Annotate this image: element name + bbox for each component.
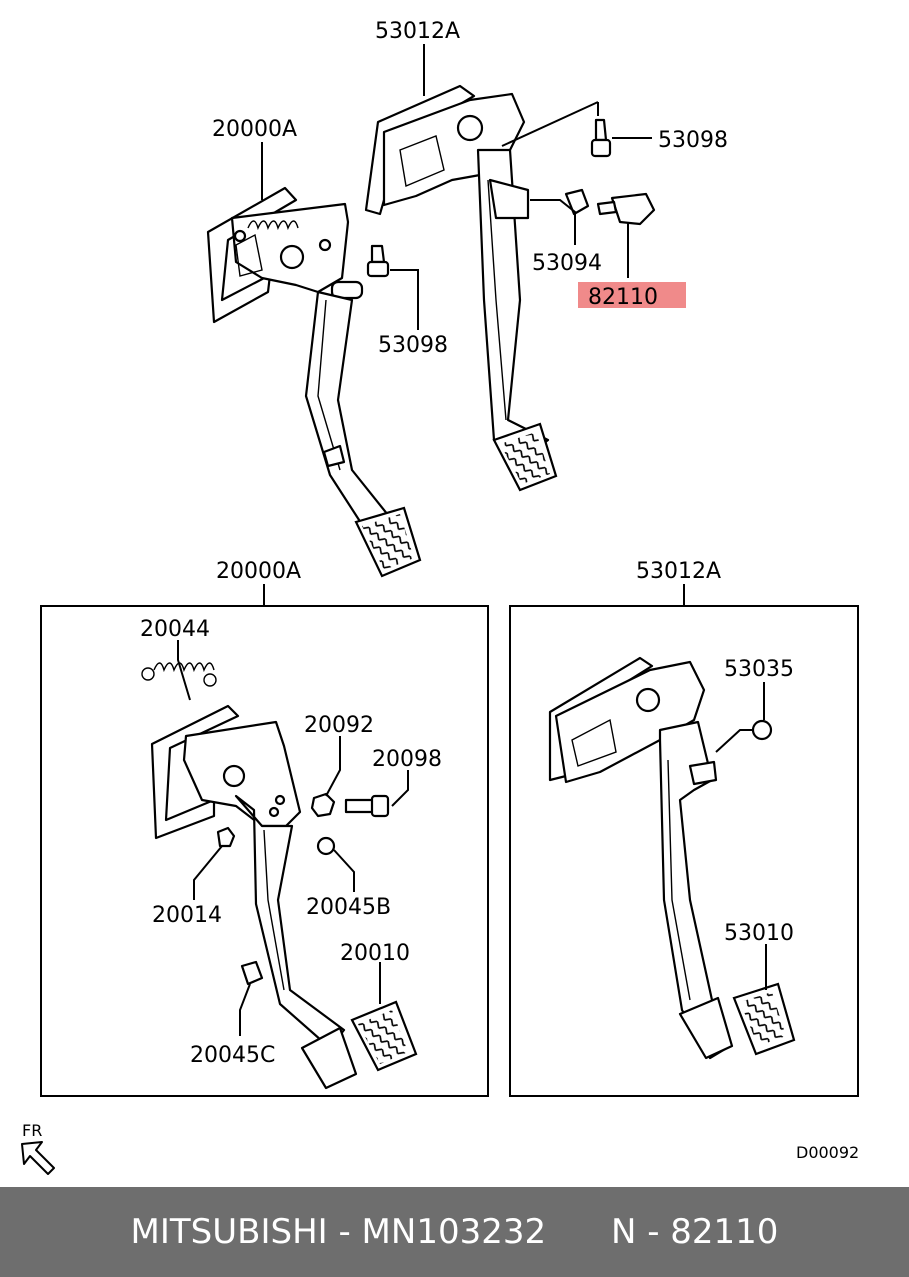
- nut-small-drawing: [216, 826, 236, 848]
- fr-label: FR: [22, 1121, 42, 1140]
- label-pad-right: 53010: [724, 921, 794, 946]
- label-top-bolt-right: 53098: [658, 128, 728, 153]
- top-bolt-left-drawing: [366, 244, 390, 278]
- box-right-pedal-drawing: [548, 656, 796, 1060]
- label-top-brake-pedal-assy: 53012A: [375, 19, 460, 44]
- footer-bar: MITSUBISHI - MN103232 N - 82110: [0, 1187, 909, 1277]
- parts-diagram: 53012A 20000A 53098 53098 53094 82110 20…: [21, 19, 859, 1175]
- top-bolt-right-drawing: [590, 118, 612, 158]
- label-pad-left: 20010: [340, 941, 410, 966]
- label-clip-lower: 20045C: [190, 1043, 275, 1068]
- label-top-bolt-left: 53098: [378, 333, 448, 358]
- box-left-frame: [40, 605, 489, 1097]
- footer-part-info: MITSUBISHI - MN103232 N - 82110: [130, 1212, 779, 1252]
- clip-drawing: [564, 188, 590, 216]
- top-brake-pedal-drawing: [364, 84, 558, 492]
- label-clip: 53094: [532, 251, 602, 276]
- label-switch: 82110: [588, 285, 658, 310]
- box-left-pedal-drawing: [150, 704, 418, 1090]
- box-right-title: 53012A: [636, 559, 721, 584]
- clip-lower-drawing: [240, 960, 264, 986]
- nut-drawing: [310, 792, 336, 818]
- bolt-drawing: [344, 794, 390, 818]
- box-right-frame: [509, 605, 859, 1097]
- label-spring: 20044: [140, 617, 210, 642]
- top-clutch-pedal-drawing: [206, 186, 422, 578]
- stop-lamp-switch-drawing: [596, 192, 656, 226]
- bushing-drawing: [316, 836, 336, 856]
- label-nut-small: 20014: [152, 903, 222, 928]
- label-nut: 20092: [304, 713, 374, 738]
- label-stopper: 53035: [724, 657, 794, 682]
- switch-label-highlight: [578, 282, 686, 308]
- box-left-title: 20000A: [216, 559, 301, 584]
- stopper-drawing: [751, 719, 773, 741]
- label-top-clutch-pedal-assy: 20000A: [212, 117, 297, 142]
- spring-drawing: [141, 662, 217, 687]
- drawing-code: D00092: [796, 1143, 859, 1162]
- label-bolt: 20098: [372, 747, 442, 772]
- front-direction-arrow-icon: [21, 1141, 55, 1175]
- label-bushing: 20045B: [306, 895, 391, 920]
